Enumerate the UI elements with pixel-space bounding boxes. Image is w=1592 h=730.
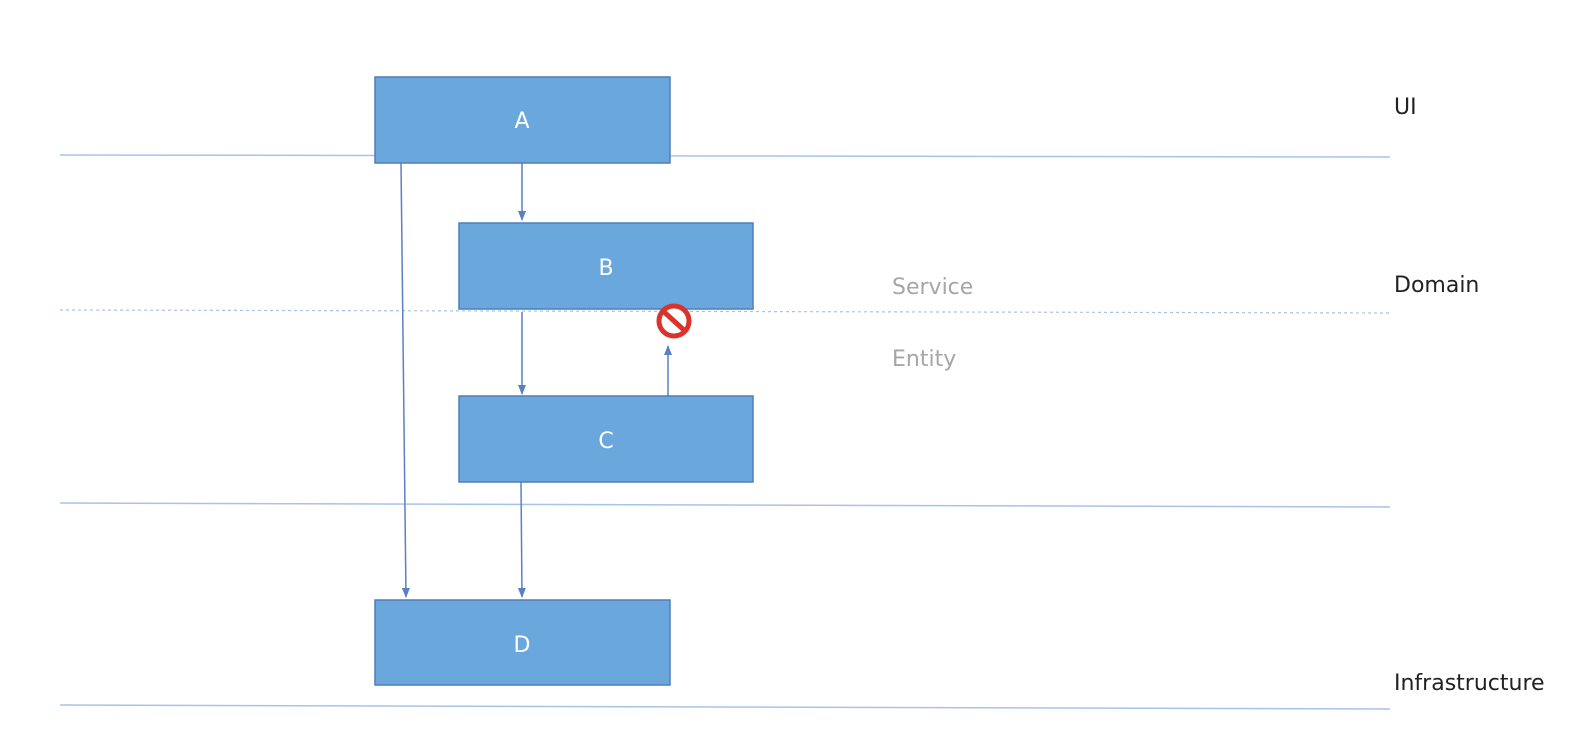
node-b: B (458, 222, 754, 310)
node-d-label: D (514, 633, 531, 658)
node-c-label: C (598, 429, 613, 454)
layer-line-ui-domain (59, 154, 1391, 158)
node-c: C (458, 395, 754, 483)
layer-line-domain-infrastructure (59, 502, 1391, 508)
layer-line-bottom (59, 704, 1391, 710)
node-d: D (374, 599, 671, 686)
arrow-a-to-d (400, 162, 410, 598)
node-b-label: B (598, 256, 613, 281)
arrow-c-to-d (517, 481, 526, 598)
sublayer-entity-label: Entity (892, 347, 956, 372)
no-entry-icon (656, 303, 692, 339)
sublayer-service-label: Service (892, 275, 973, 300)
layer-label-infrastructure: Infrastructure (1394, 671, 1545, 696)
layer-label-ui: UI (1394, 95, 1417, 120)
node-a: A (374, 76, 671, 164)
layer-label-domain: Domain (1394, 273, 1479, 298)
node-a-label: A (514, 109, 529, 134)
layer-line-service-entity (59, 309, 1391, 314)
